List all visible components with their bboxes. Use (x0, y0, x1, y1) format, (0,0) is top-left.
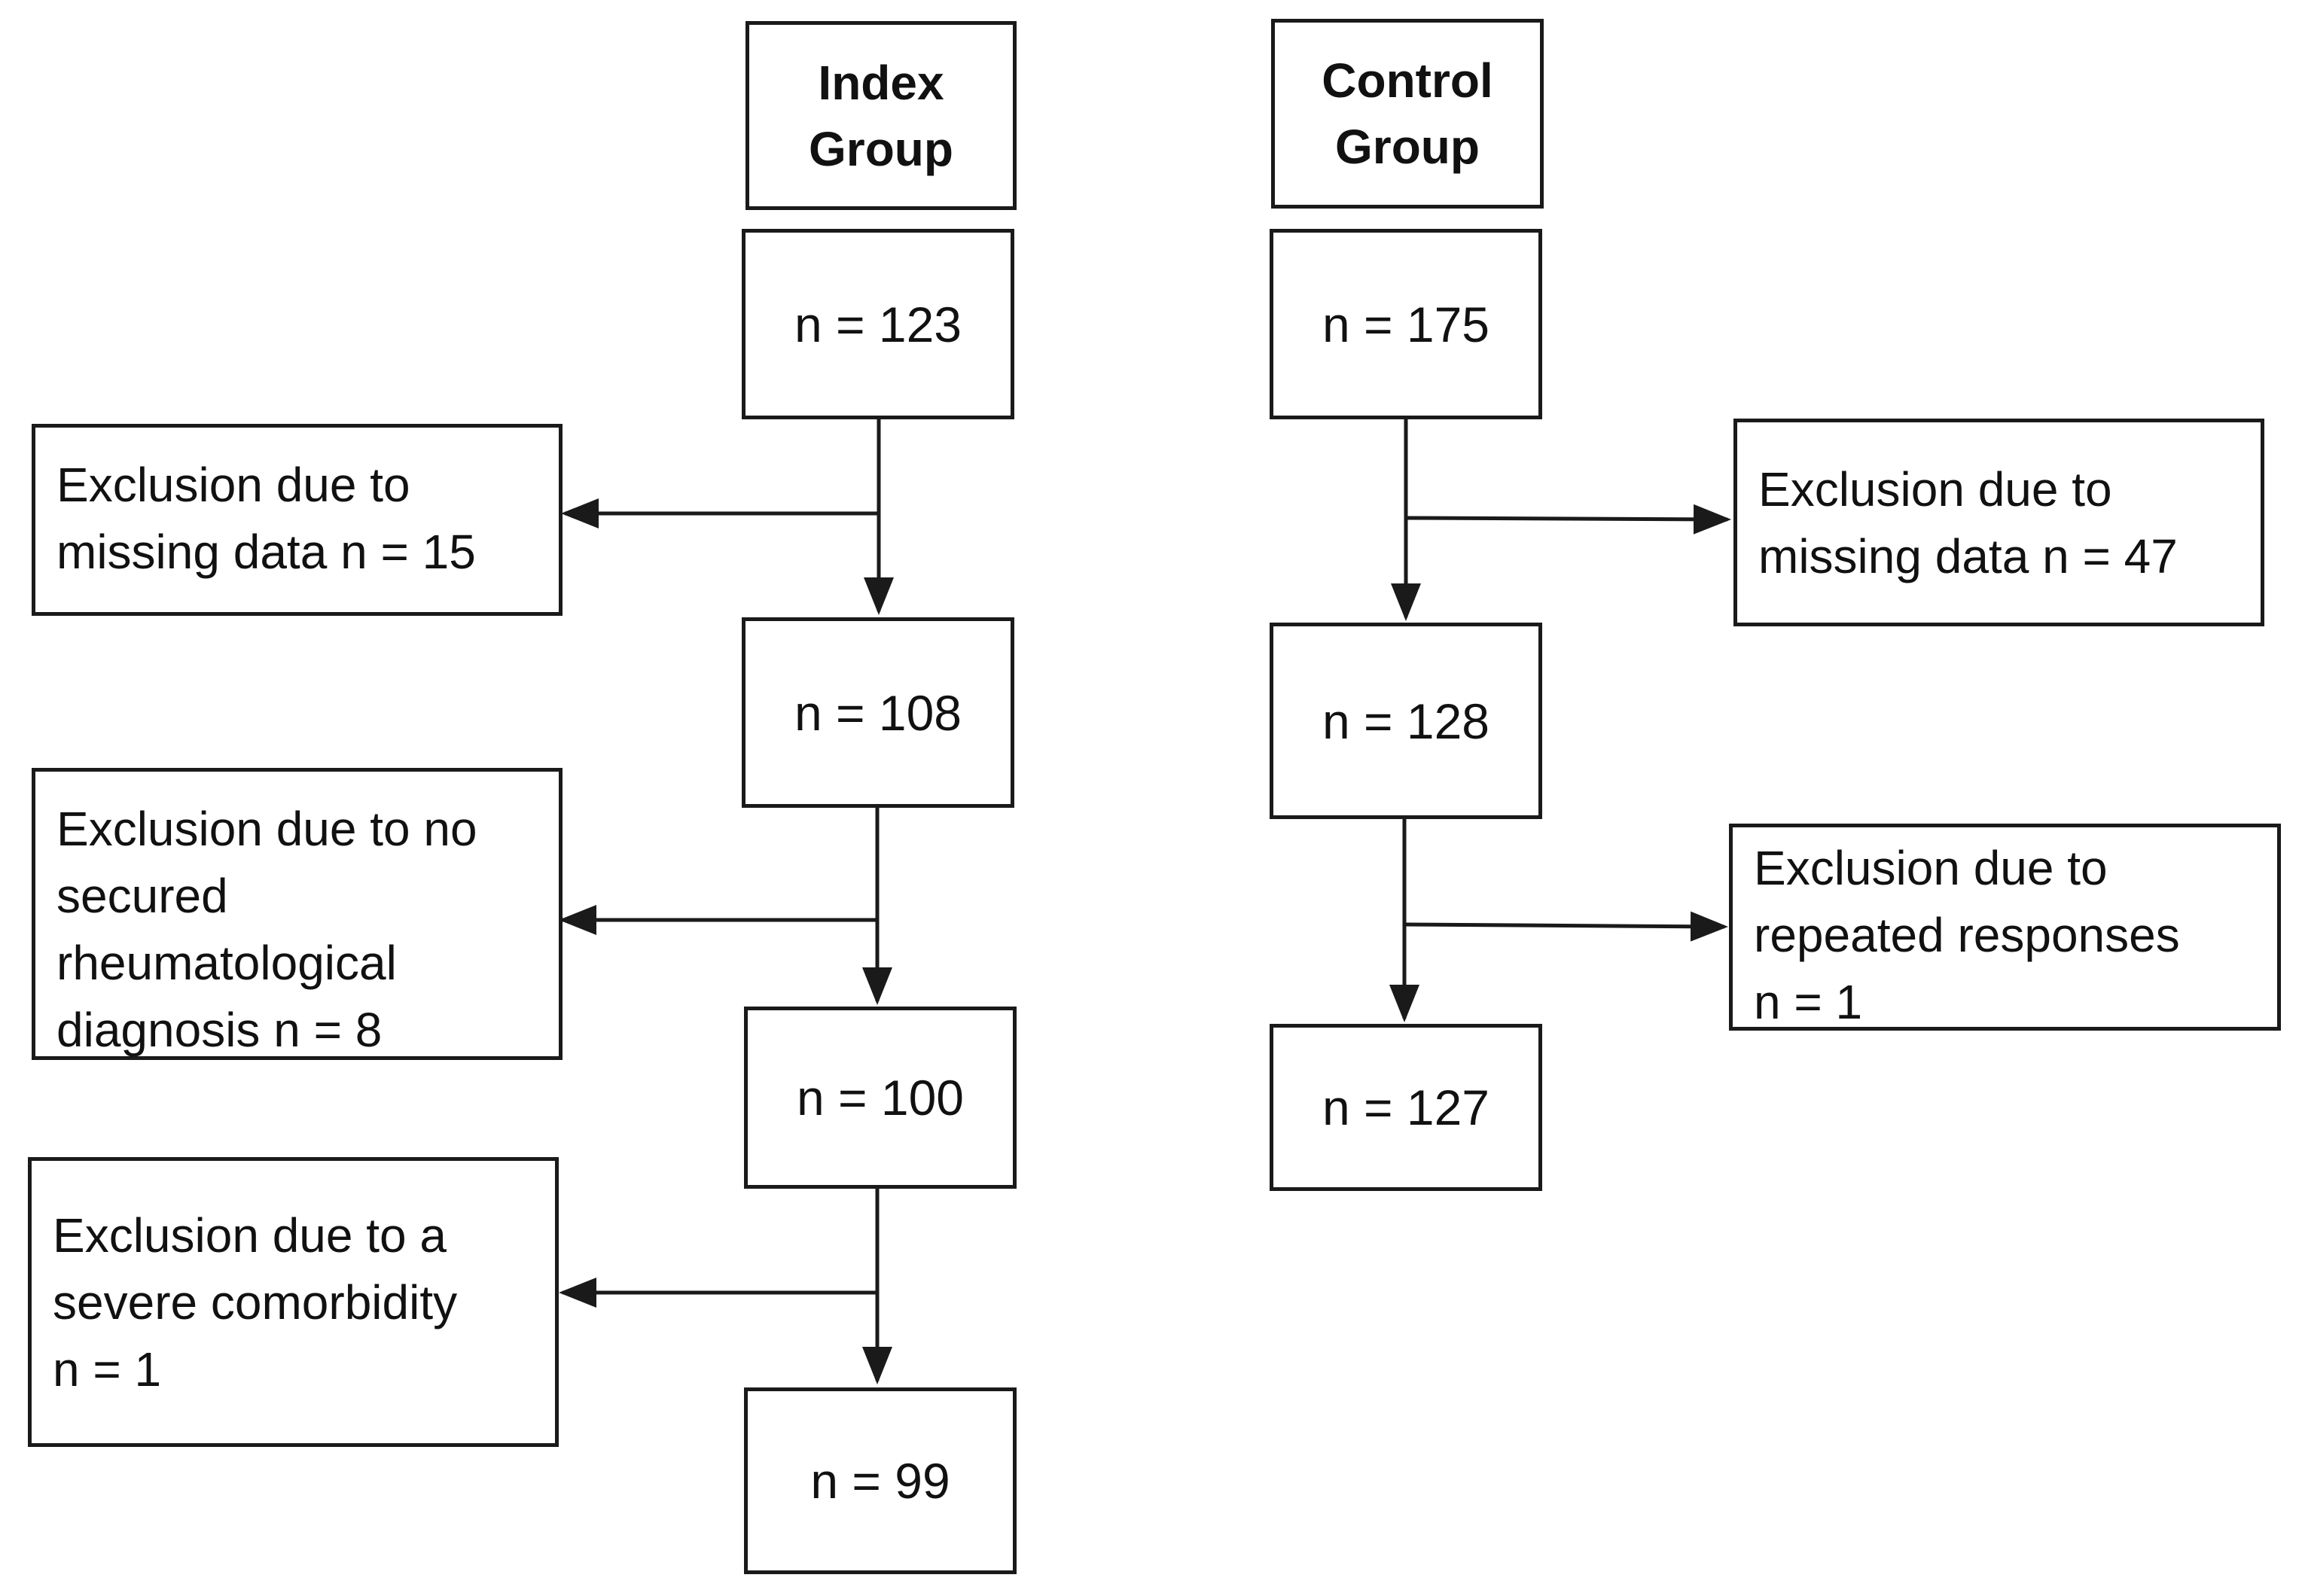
arrow-control-exclusion-1 (1405, 504, 1731, 535)
index-exclusion-box-2: Exclusion due to no secured rheumatologi… (32, 768, 563, 1060)
index-exclusion-3-line-1: Exclusion due to a (53, 1208, 447, 1262)
control-exclusion-2-line-2: repeated responses (1754, 908, 2180, 962)
index-exclusion-1-line-2: missing data n = 15 (56, 525, 476, 579)
control-group-header-line-2: Group (1335, 120, 1480, 174)
control-count-box-3: n = 127 (1270, 1024, 1542, 1191)
control-count-box-2: n = 128 (1270, 623, 1542, 819)
arrow-control-exclusion-2 (1404, 911, 1728, 942)
control-exclusion-1-line-2: missing data n = 47 (1758, 529, 2178, 583)
control-exclusion-box-1: Exclusion due to missing data n = 47 (1733, 419, 2264, 626)
control-count-1: n = 175 (1322, 296, 1490, 352)
index-count-4: n = 99 (810, 1453, 950, 1509)
index-group-header: Index Group (745, 21, 1017, 210)
index-count-box-4: n = 99 (744, 1387, 1017, 1574)
index-group-header-line-2: Group (809, 121, 953, 176)
control-exclusion-1-line-1: Exclusion due to (1758, 462, 2112, 516)
index-exclusion-3-line-2: severe comorbidity (53, 1275, 458, 1329)
index-exclusion-3-line-3: n = 1 (53, 1342, 162, 1396)
index-exclusion-2-line-2: secured (56, 869, 228, 923)
index-exclusion-box-1: Exclusion due to missing data n = 15 (32, 424, 563, 616)
control-exclusion-2-line-1: Exclusion due to (1754, 841, 2108, 895)
control-count-3: n = 127 (1322, 1080, 1490, 1135)
control-group-header: Control Group (1271, 19, 1544, 209)
index-count-box-3: n = 100 (744, 1007, 1017, 1189)
index-count-1: n = 123 (794, 296, 962, 352)
index-count-box-1: n = 123 (742, 229, 1014, 419)
control-exclusion-box-2: Exclusion due to repeated responses n = … (1729, 824, 2281, 1031)
index-exclusion-box-3: Exclusion due to a severe comorbidity n … (28, 1157, 559, 1447)
index-exclusion-2-line-3: rheumatological (56, 936, 397, 990)
control-count-2: n = 128 (1322, 693, 1490, 749)
index-count-3: n = 100 (796, 1070, 965, 1125)
control-group-header-line-1: Control (1322, 53, 1493, 108)
control-count-box-1: n = 175 (1270, 229, 1542, 419)
index-count-2: n = 108 (794, 684, 962, 741)
control-exclusion-2-line-3: n = 1 (1754, 975, 1863, 1029)
index-group-header-line-1: Index (818, 55, 944, 110)
index-count-box-2: n = 108 (742, 617, 1014, 808)
index-exclusion-2-line-1: Exclusion due to no (56, 802, 477, 856)
index-exclusion-2-line-4: diagnosis n = 8 (56, 1003, 383, 1057)
index-exclusion-1-line-1: Exclusion due to (56, 458, 410, 512)
